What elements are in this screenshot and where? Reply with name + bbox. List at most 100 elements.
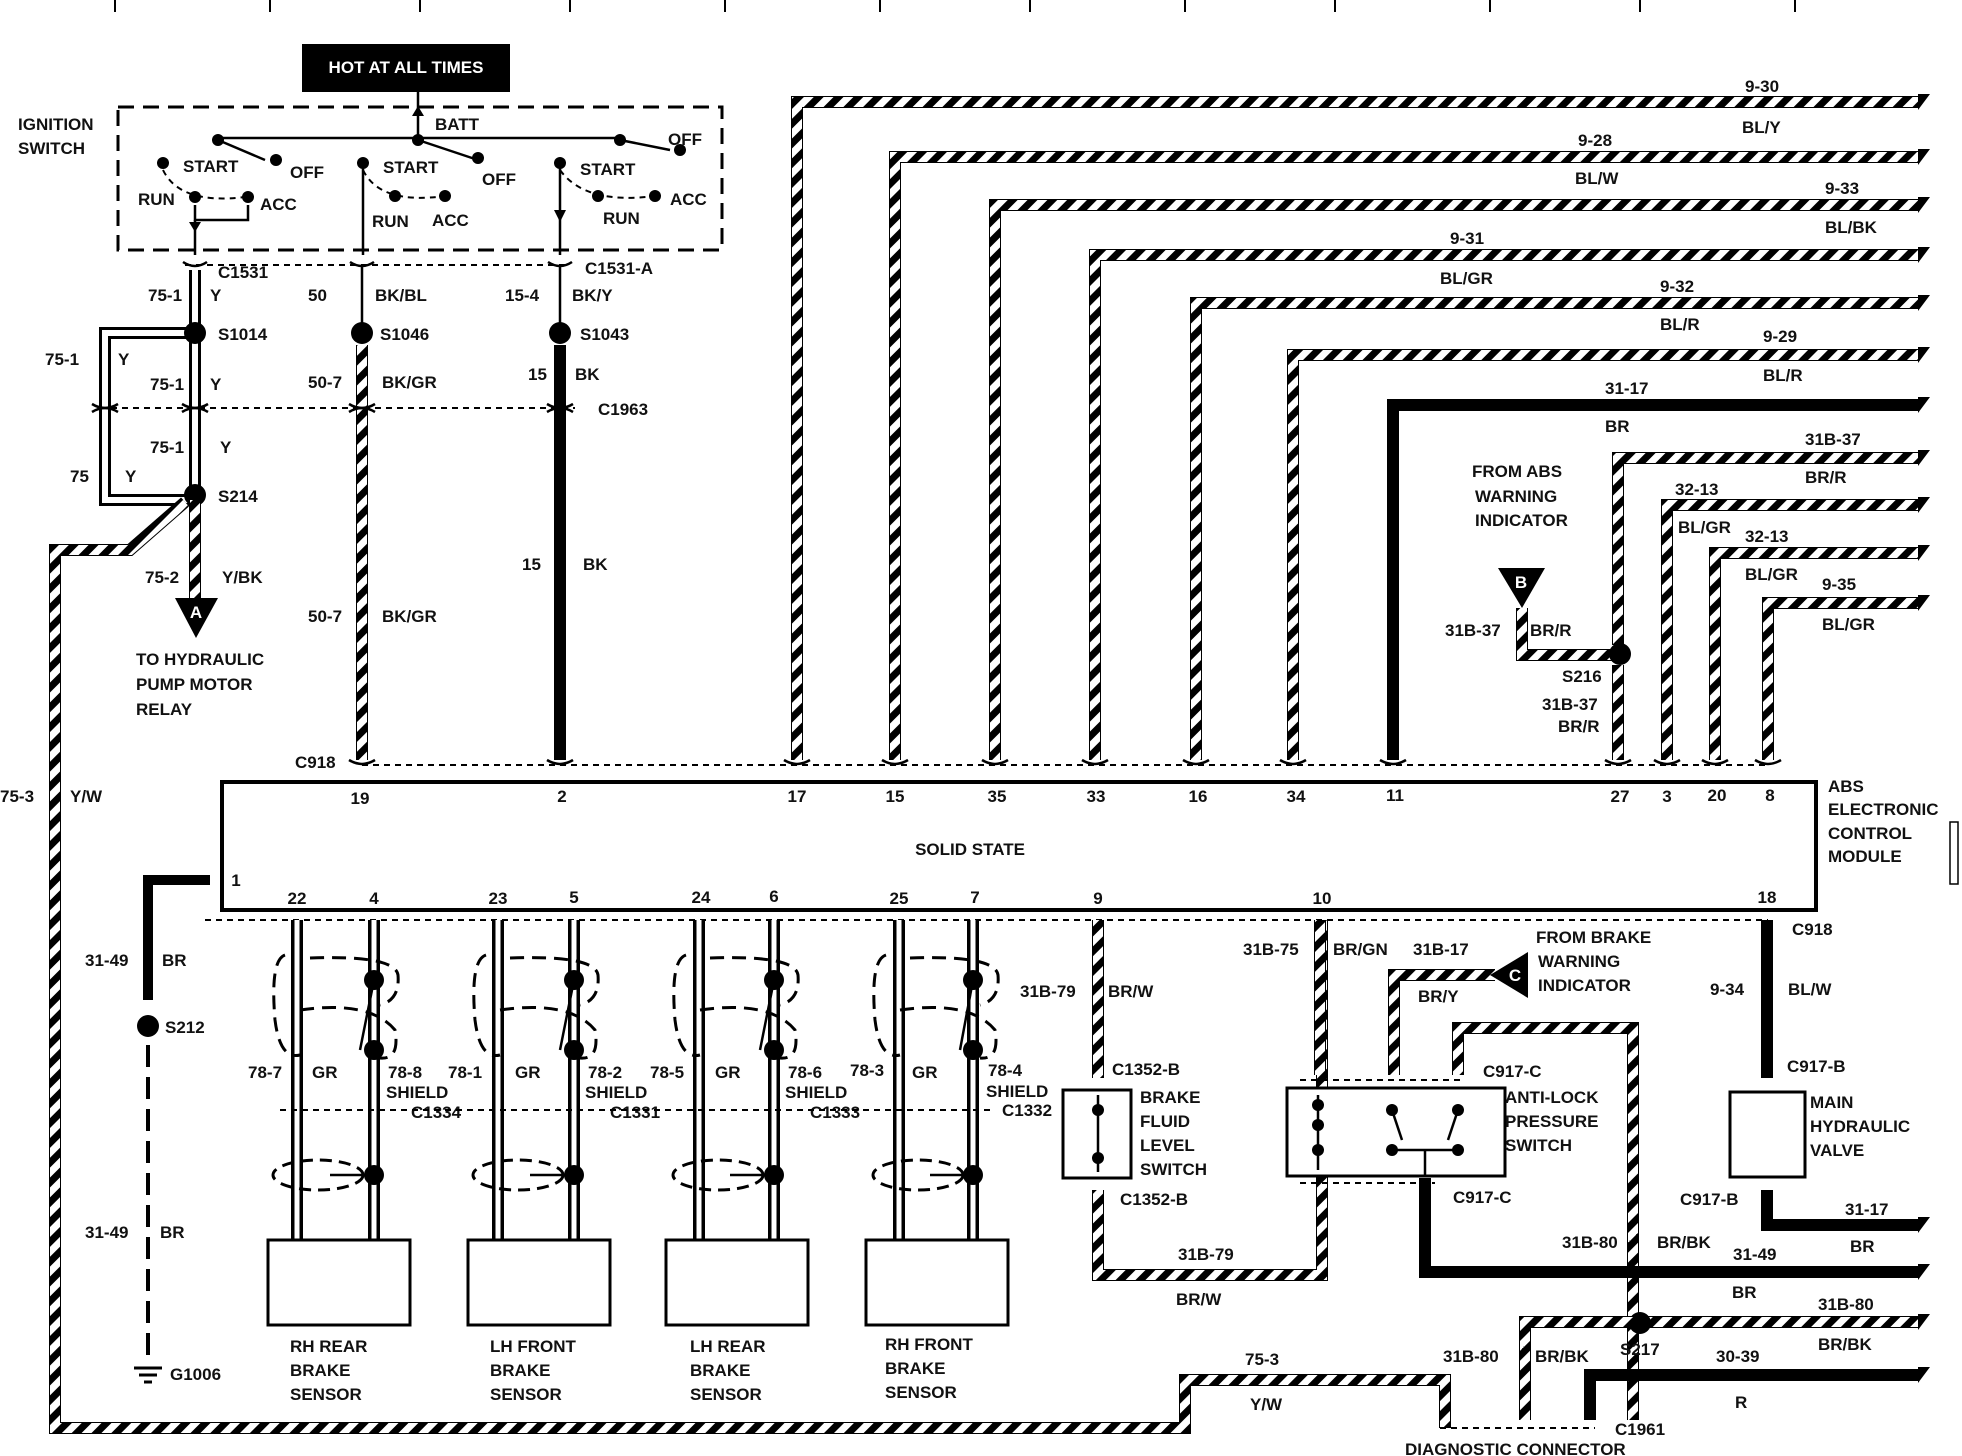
off-label-2: OFF: [482, 170, 516, 189]
s3-line-2: BRAKE: [885, 1359, 945, 1378]
relay-line-1: TO HYDRAULIC: [136, 650, 264, 669]
s2-line-3: SENSOR: [690, 1385, 762, 1404]
br-br-a: BR: [1850, 1237, 1875, 1256]
color-bkgr-a: BK/GR: [382, 373, 437, 392]
off-label-1: OFF: [290, 163, 324, 182]
pin-top-2: 17: [788, 787, 807, 806]
br-c31b-80-b: 31B-80: [1818, 1295, 1874, 1314]
right-bus-wires: [791, 94, 1930, 760]
c1331-label: C1331: [610, 1103, 660, 1122]
c917c-label-top: C917-C: [1483, 1062, 1542, 1081]
color-bky: BK/Y: [572, 286, 613, 305]
rw-circuit-10: 9-35: [1822, 575, 1856, 594]
color-y-b: Y: [118, 350, 130, 369]
s0-gr: GR: [312, 1063, 338, 1082]
connector-c918-top: C918: [295, 753, 1782, 772]
pin-top-11: 20: [1708, 786, 1727, 805]
s0-line-2: BRAKE: [290, 1361, 350, 1380]
pin-bot-1: 22: [288, 889, 307, 908]
pin-bot-11: 18: [1758, 888, 1777, 907]
s1-line-3: SENSOR: [490, 1385, 562, 1404]
color-ybk: Y/BK: [222, 568, 263, 587]
ignition-switch: IGNITION SWITCH BATT START OFF RUN ACC S…: [18, 92, 724, 255]
br-c75-3: 75-3: [1245, 1350, 1279, 1369]
s1-line-1: LH FRONT: [490, 1337, 577, 1356]
s1-shield: SHIELD: [585, 1083, 647, 1102]
start-label-1: START: [183, 157, 239, 176]
relay-marker-a: A: [190, 603, 202, 622]
splice-s1043-dot: [549, 322, 571, 344]
sensor-group-rh-front: 78-3 GR 78-4 SHIELD C1332 RH FRONT BRAKE…: [850, 920, 1052, 1402]
c1352b-label-bottom: C1352-B: [1120, 1190, 1188, 1209]
c1963-label: C1963: [598, 400, 648, 419]
s1-gr: GR: [515, 1063, 541, 1082]
br-c31b-80-c: 31B-80: [1443, 1347, 1499, 1366]
splice-s216-dot: [1609, 643, 1631, 665]
module-name-2: ELECTRONIC: [1828, 800, 1939, 819]
acc-label-1: ACC: [260, 195, 297, 214]
pin-top-0: 19: [351, 789, 370, 808]
splice-s212-dot: [137, 1015, 159, 1037]
gnd-circuit-b: 31-49: [85, 1223, 128, 1242]
off-label-3: OFF: [668, 130, 702, 149]
br-brbk-a: BR/BK: [1657, 1233, 1712, 1252]
run-label-3: RUN: [603, 209, 640, 228]
bf-color-2: BR/W: [1176, 1290, 1222, 1309]
color-yw: Y/W: [70, 787, 103, 806]
pin-top-1: 2: [557, 787, 566, 806]
pin-top-10: 3: [1662, 787, 1671, 806]
br-c31-17: 31-17: [1845, 1200, 1888, 1219]
sensor-group-lh-front: 78-1 GR 78-2 SHIELD C1331 LH FRONT BRAKE…: [448, 920, 660, 1404]
splice-s1014-dot: [184, 322, 206, 344]
bw-line-1: FROM BRAKE: [1536, 928, 1651, 947]
rw-circuit-7: 31B-37: [1805, 430, 1861, 449]
connector-c1963: C1963: [91, 400, 648, 419]
abs-module: SOLID STATE ABS ELECTRONIC CONTROL MODUL…: [220, 777, 1959, 912]
s216-label: S216: [1562, 667, 1602, 686]
circuit-50: 50: [308, 286, 327, 305]
s1014-label: S1014: [218, 325, 268, 344]
s2-gr: GR: [715, 1063, 741, 1082]
s214-label: S214: [218, 487, 258, 506]
hv-color: BL/W: [1788, 980, 1832, 999]
ps-circuit-2: 31B-17: [1413, 940, 1469, 959]
ps-color: BR/GN: [1333, 940, 1388, 959]
pin-bot-6: 6: [769, 887, 778, 906]
abs-warn-circuit: 31B-37: [1445, 621, 1501, 640]
sensor-box-lh-front: [466, 1238, 612, 1327]
bf-line-2: FLUID: [1140, 1112, 1190, 1131]
pin-top-12: 8: [1765, 786, 1774, 805]
s1046-label: S1046: [380, 325, 429, 344]
sensor-box-lh-rear: [664, 1238, 810, 1327]
rw-circuit-9: 32-13: [1745, 527, 1788, 546]
br-br-b: BR: [1732, 1283, 1757, 1302]
gnd-circuit-a: 31-49: [85, 951, 128, 970]
hv-circuit: 9-34: [1710, 980, 1745, 999]
pin-top-3: 15: [886, 787, 905, 806]
s0-circuit-a: 78-7: [248, 1063, 282, 1082]
hot-at-all-times-banner: HOT AT ALL TIMES: [302, 44, 510, 92]
sensor-group-rh-rear: 78-7 GR 78-8 SHIELD C1334 RH REAR BRAKE …: [248, 920, 462, 1404]
gnd-color-a: BR: [162, 951, 187, 970]
s0-line-1: RH REAR: [290, 1337, 367, 1356]
hv-line-2: HYDRAULIC: [1810, 1117, 1910, 1136]
rw-color-10: BL/GR: [1822, 615, 1875, 634]
s2-line-1: LH REAR: [690, 1337, 766, 1356]
circuit-75-3: 75-3: [0, 787, 34, 806]
pin-bot-3: 23: [489, 889, 508, 908]
br-r: R: [1735, 1393, 1747, 1412]
color-bk-b: BK: [583, 555, 608, 574]
run-label-2: RUN: [372, 212, 409, 231]
start-label-3: START: [580, 160, 636, 179]
c1332-label: C1332: [1002, 1101, 1052, 1120]
run-label-1: RUN: [138, 190, 175, 209]
ignition-title-1: IGNITION: [18, 115, 94, 134]
module-name-1: ABS: [1828, 777, 1864, 796]
circuit-75-1-b: 75-1: [45, 350, 79, 369]
c917c-label-bottom: C917-C: [1453, 1188, 1512, 1207]
rw-circuit-4: 9-32: [1660, 277, 1694, 296]
pin-top-4: 35: [988, 787, 1007, 806]
s2-circuit-b: 78-6: [788, 1063, 822, 1082]
bf-circuit: 31B-79: [1020, 982, 1076, 1001]
